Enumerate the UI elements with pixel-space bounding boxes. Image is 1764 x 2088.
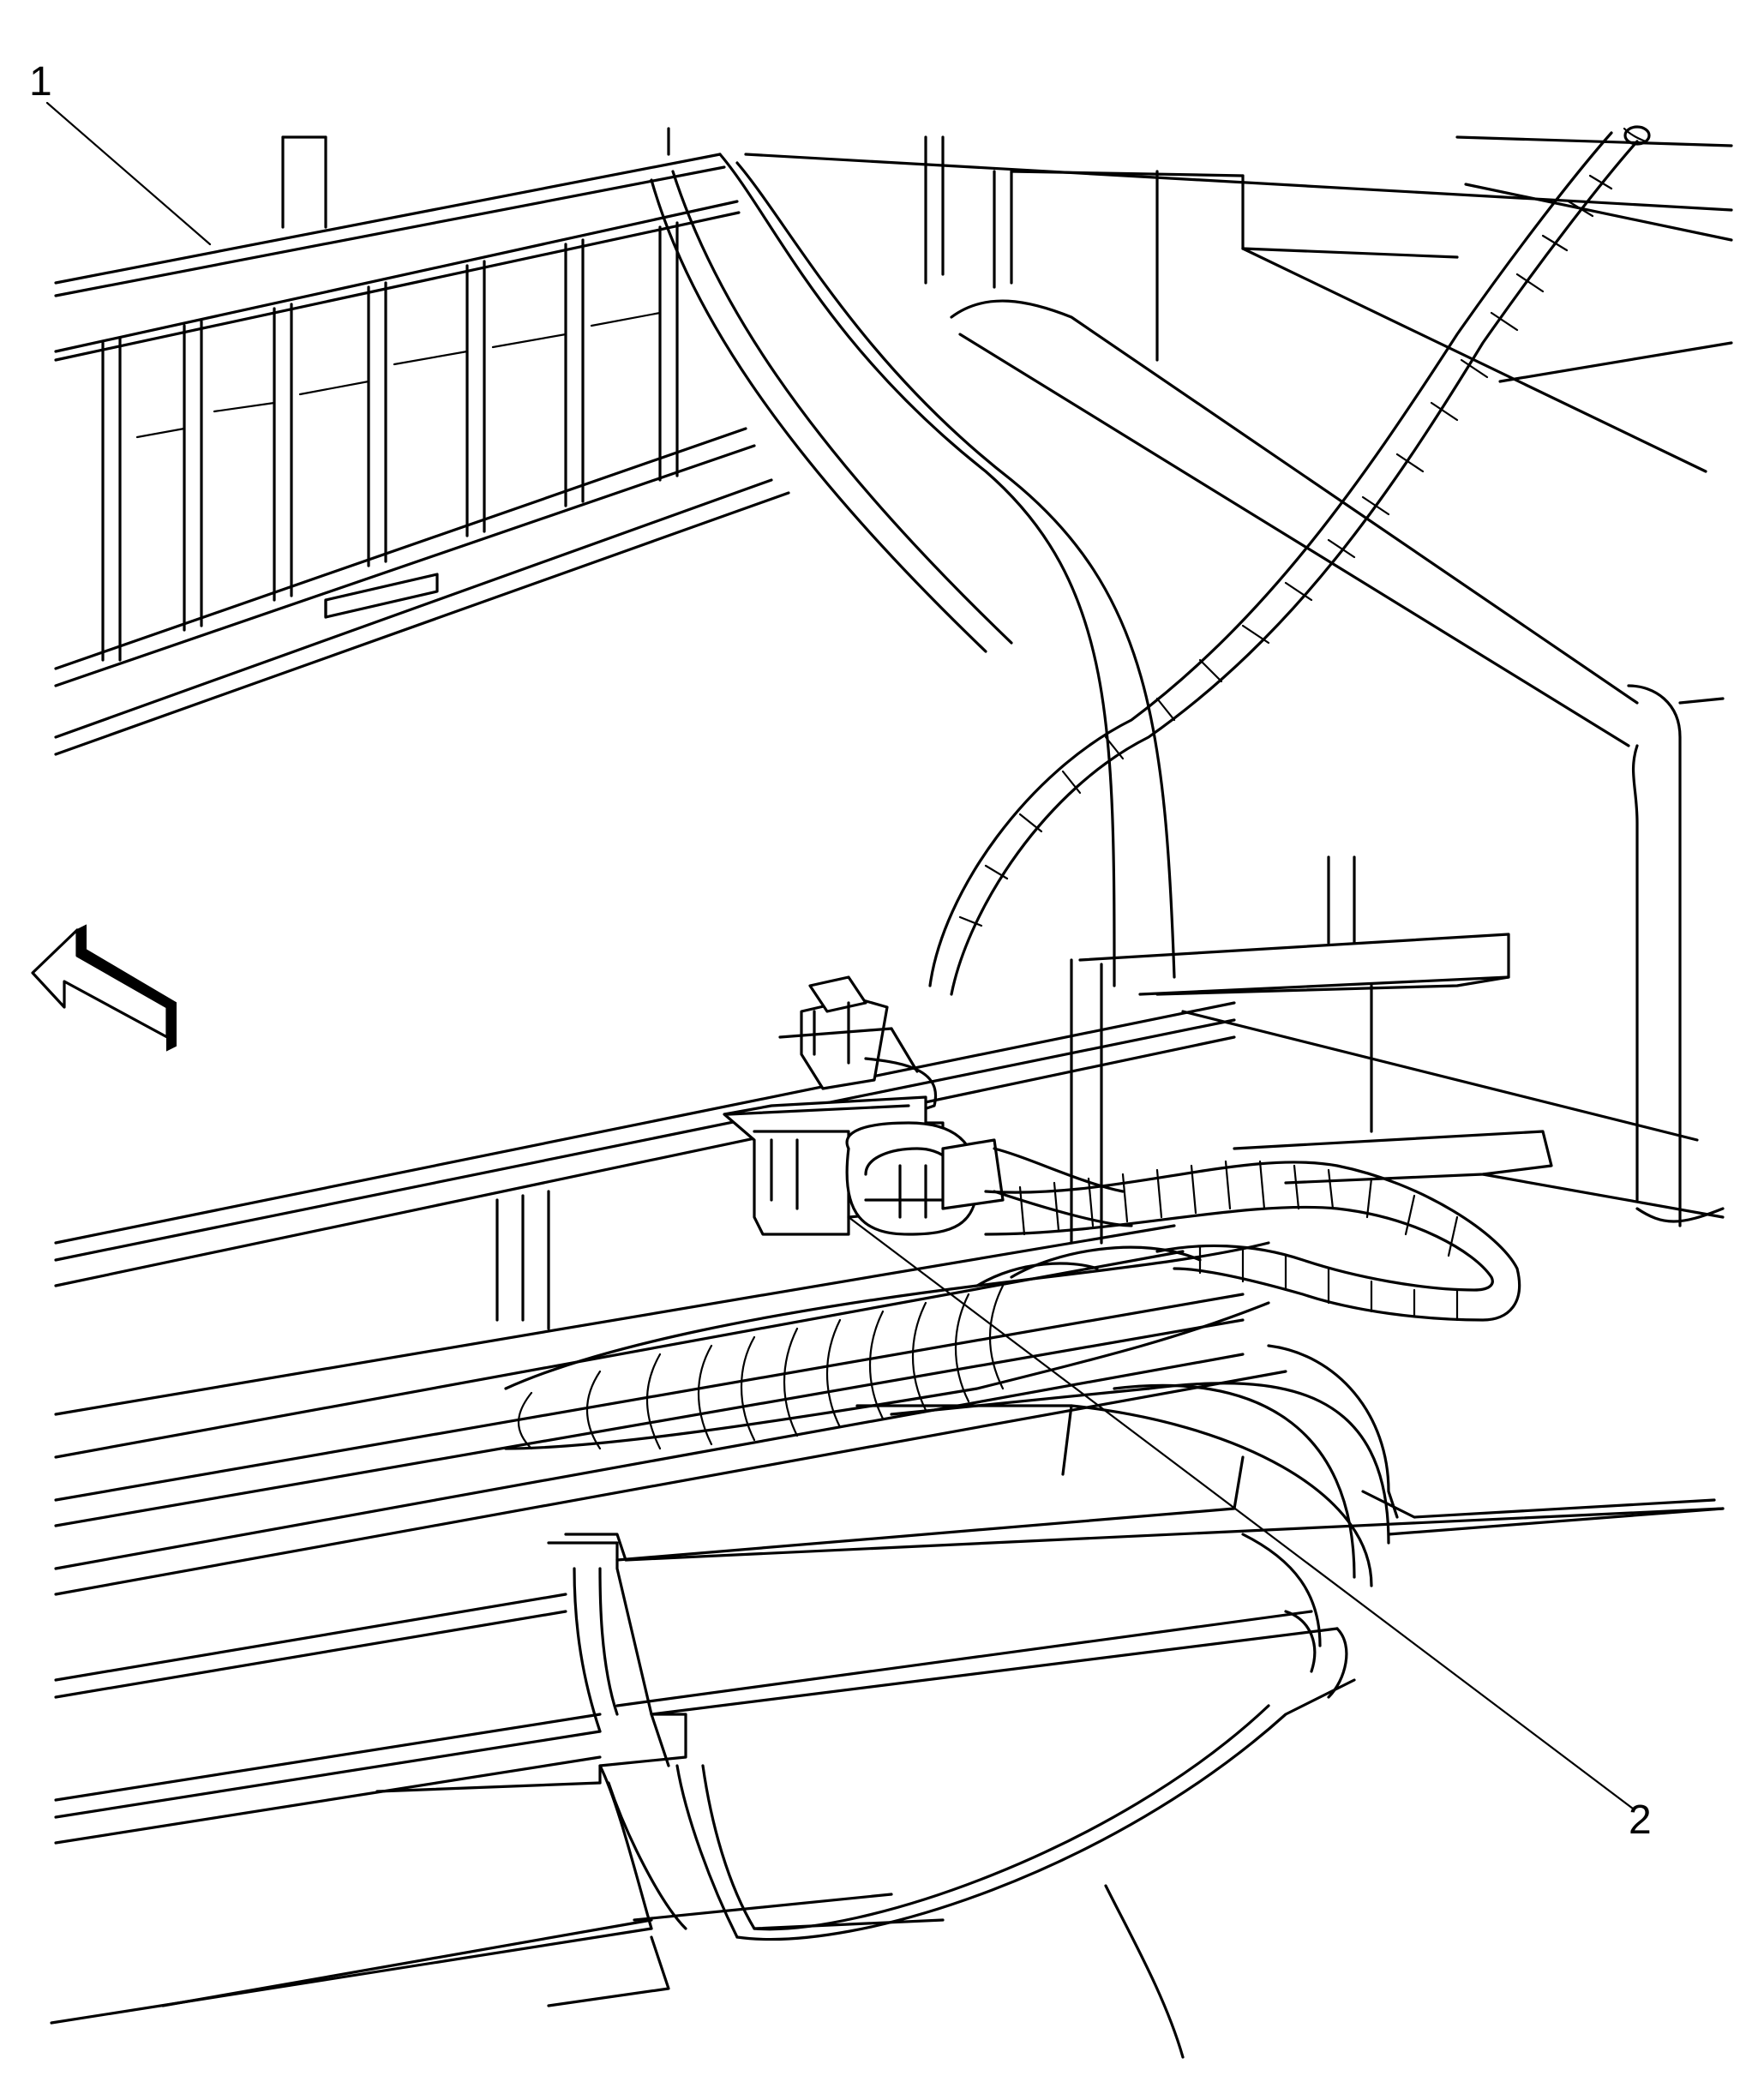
lower-rails	[50, 1001, 1287, 2025]
wire-harness-upper	[928, 125, 1651, 996]
lower-duct	[375, 1344, 1725, 2059]
leader-line-2	[847, 1215, 1635, 1810]
callout-label-1: 1	[29, 59, 52, 105]
vent-grille	[54, 127, 790, 756]
heater-housing	[650, 135, 1733, 1245]
sensor-clip	[778, 975, 938, 1116]
temperature-sensor-connector	[723, 1095, 1133, 1236]
connector-harness	[984, 1160, 1521, 1322]
leader-line-1	[45, 101, 212, 246]
arrow-up-left-icon	[31, 924, 177, 1052]
callout-label-2: 2	[1629, 1797, 1652, 1843]
wiring-harness-sleeve	[504, 1241, 1270, 1450]
